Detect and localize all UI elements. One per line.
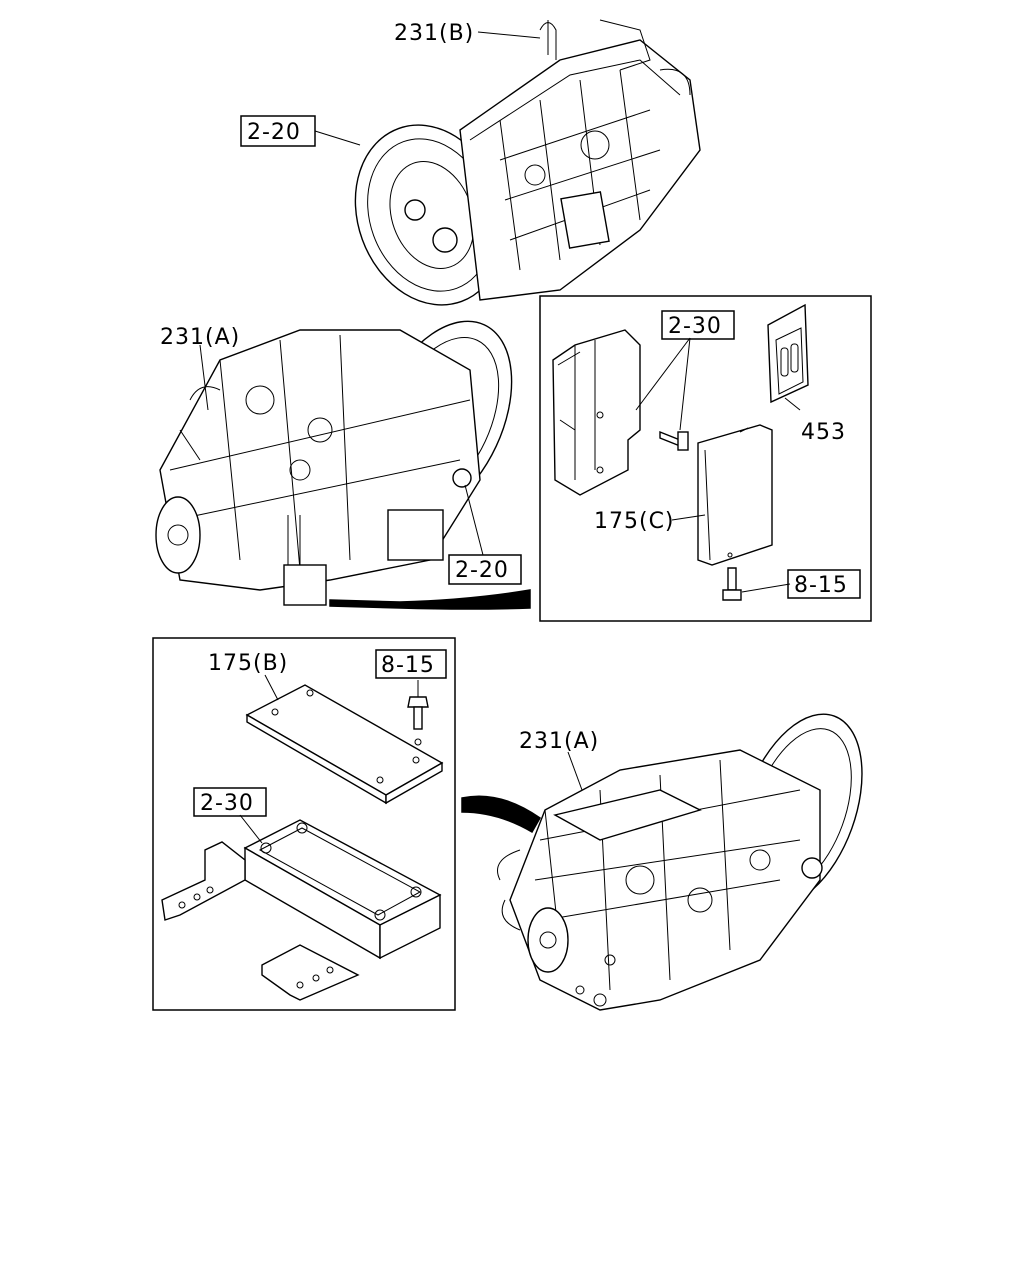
label-inset1-cover: 175(C): [594, 509, 675, 534]
inset-box-1: [539, 295, 872, 622]
label-inset2-bolt: 8-15: [381, 653, 435, 678]
leader-mid-ref: [464, 484, 484, 556]
inset-box-2: [152, 637, 456, 1011]
ref-box-mid: [448, 554, 522, 585]
leader-top-assy: [477, 31, 541, 39]
label-top-assy: 231(B): [394, 21, 474, 46]
transmission-middle: [155, 320, 531, 610]
label-bottom-assy: 231(A): [519, 729, 599, 754]
label-inset1-bracket: 2-30: [668, 314, 722, 339]
leader-bottom-assy: [567, 751, 583, 791]
label-inset2-bracket: 2-30: [200, 791, 254, 816]
ref-box-inset2-bolt: [375, 649, 447, 679]
ref-box-inset1-bracket: [661, 310, 735, 340]
label-inset2-cover: 175(B): [208, 651, 288, 676]
label-inset1-pad: 453: [801, 420, 846, 445]
label-inset1-bolt: 8-15: [794, 573, 848, 598]
ref-box-inset1-bolt: [787, 569, 861, 599]
ref-box-top: [240, 115, 316, 147]
leader-top-ref: [314, 130, 361, 146]
transmission-bottom: [497, 713, 863, 1011]
transmission-top: [354, 19, 701, 306]
reference-arrow: [461, 795, 541, 834]
label-top-ref: 2-20: [247, 120, 301, 145]
ref-box-inset2-bracket: [193, 787, 267, 817]
leader-mid-assy: [199, 344, 209, 411]
label-mid-ref: 2-20: [455, 558, 509, 583]
label-mid-assy: 231(A): [160, 325, 240, 350]
